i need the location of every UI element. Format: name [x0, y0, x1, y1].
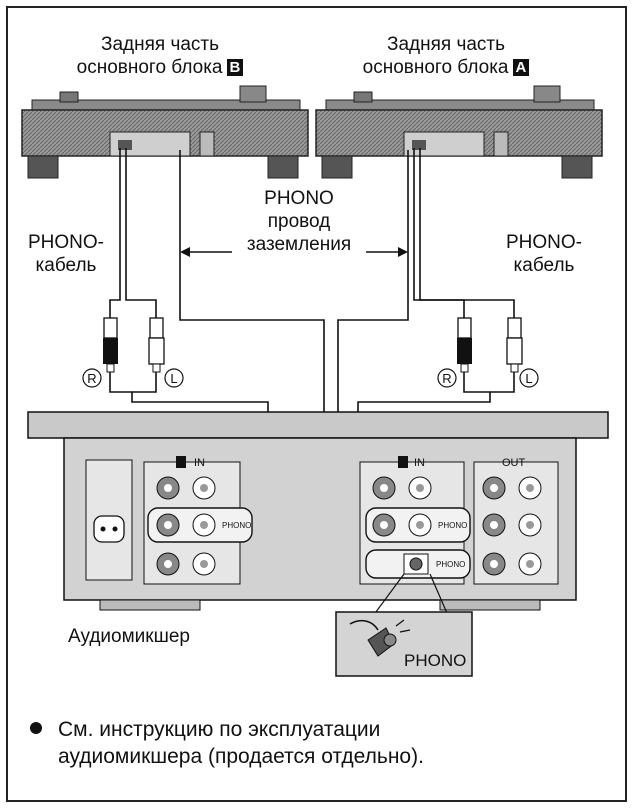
rear-label-b-line2: основного блока — [76, 56, 223, 78]
unit-a-badge: A — [512, 58, 530, 76]
plug-l-label-b: L — [170, 371, 177, 386]
phono-cable-right-line2: кабель — [513, 254, 575, 276]
plug-r-label-b: R — [87, 371, 96, 386]
footnote: См. инструкцию по эксплуатации аудиомикш… — [58, 716, 424, 771]
footnote-line2: аудиомикшера (продается отдельно). — [58, 745, 424, 769]
unit-b-badge: B — [226, 58, 244, 76]
panel-phono-label-b: PHONO — [222, 521, 251, 530]
turntable-b — [21, 85, 309, 179]
mixer-label: Аудиомикшер — [68, 626, 190, 647]
output-panel: OUT — [473, 457, 559, 585]
rca-plugs-a — [457, 317, 523, 373]
plug-l-label-a: L — [525, 371, 532, 386]
plug-r-label-a: R — [442, 371, 451, 386]
panel-ground-label: PHONO — [436, 560, 465, 569]
rca-plugs-b — [103, 317, 165, 373]
channel-a-inputs: IN PHONO PHONO — [359, 456, 471, 585]
phono-cable-right-line1: PHONO- — [506, 232, 582, 253]
ground-arrow — [180, 238, 408, 266]
rear-label-b-line1: Задняя часть — [100, 34, 220, 55]
panel-in-label-a: IN — [414, 457, 425, 469]
power-inlet — [93, 515, 125, 543]
ground-terminal-label: PHONO — [404, 651, 466, 670]
rear-label-a-line2: основного блока — [362, 56, 509, 78]
phono-cable-left-line2: кабель — [35, 254, 97, 276]
channel-b-inputs: IN PHONO — [143, 456, 253, 585]
phono-cable-label-left: PHONO- кабель — [24, 232, 108, 278]
phono-cable-label-right: PHONO- кабель — [498, 232, 590, 278]
footnote-line1: См. инструкцию по эксплуатации — [58, 718, 381, 741]
channel-markers: R L R L — [82, 368, 539, 388]
panel-out-label: OUT — [502, 457, 526, 469]
ground-label-line2: провод — [267, 210, 331, 232]
turntable-a — [315, 85, 603, 179]
ground-label-line1: PHONO — [264, 188, 334, 209]
panel-phono-label-a: PHONO — [438, 521, 467, 530]
phono-cable-left-line1: PHONO- — [28, 232, 104, 253]
ground-wire-label: PHONO провод заземления — [232, 188, 366, 256]
panel-in-label-b: IN — [194, 457, 205, 469]
note-bullet — [30, 722, 42, 734]
ground-label-line3: заземления — [246, 233, 352, 255]
rear-label-a-line1: Задняя часть — [386, 34, 506, 55]
ground-terminal-callout: PHONO — [335, 611, 473, 677]
